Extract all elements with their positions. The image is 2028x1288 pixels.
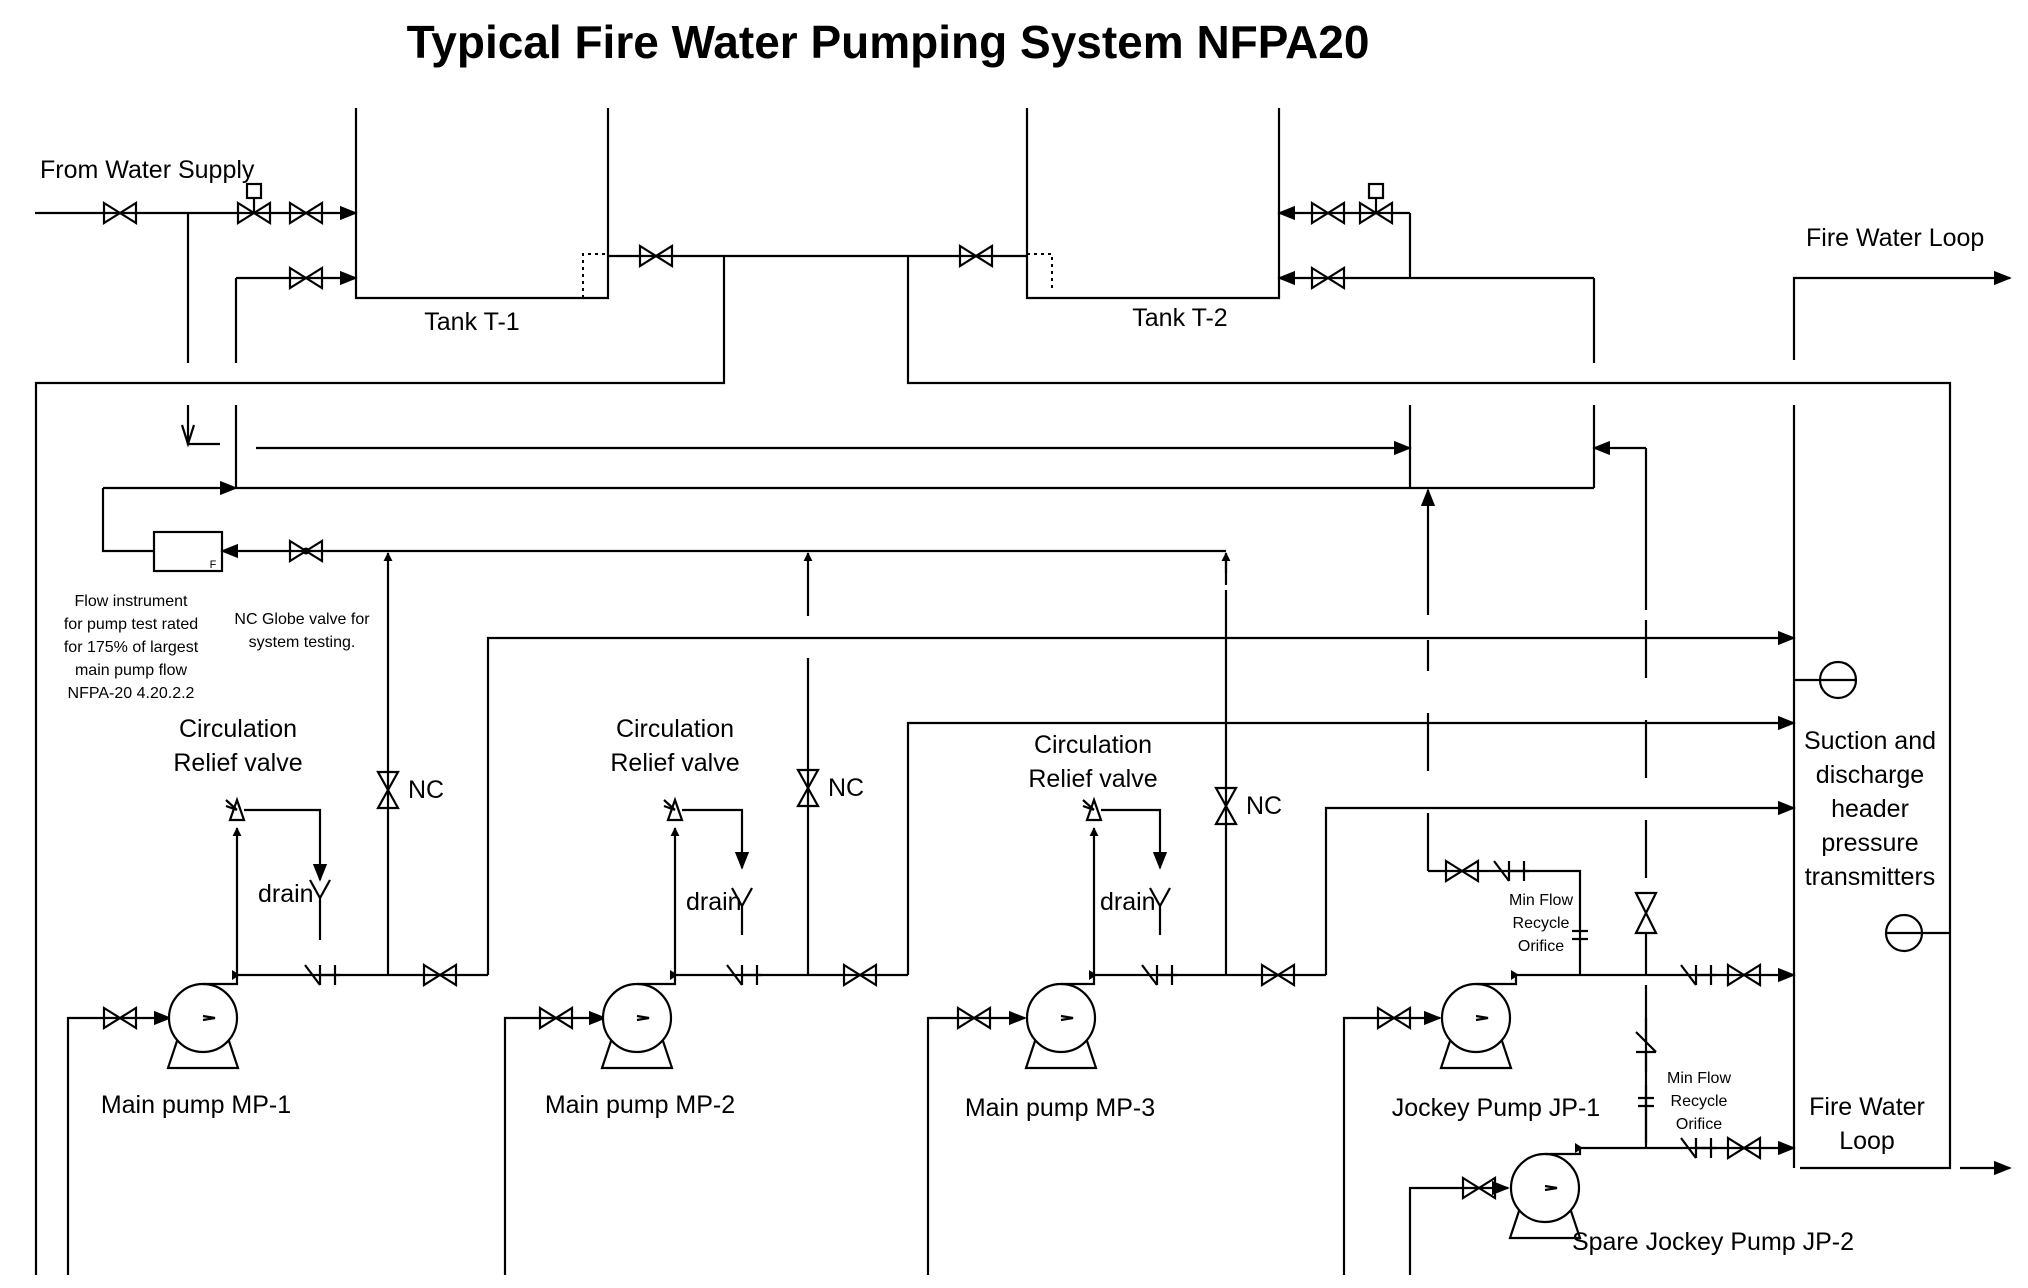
svg-text:main pump flow: main pump flow [75,662,187,679]
relief-label-3: Circulation Relief valve [1028,731,1157,793]
relief-label-2: Circulation Relief valve [610,715,739,777]
fire-water-loop-top-label: Fire Water Loop [1806,224,1984,252]
fire-water-loop-top-line [1792,270,2012,360]
svg-text:Min Flow: Min Flow [1667,1070,1731,1087]
tank-t2-inlets [1277,182,1596,363]
svg-text:Fire Water: Fire Water [1809,1093,1925,1121]
main-pump-mp1 [66,796,488,1275]
drain-label-3: drain [1100,888,1156,916]
from-water-supply-label: From Water Supply [40,156,255,184]
diagram-title: Typical Fire Water Pumping System NFPA20 [407,16,1370,68]
main-pump-mp3 [926,796,1326,1275]
test-line-risers [376,552,1238,975]
valve-supply-3 [288,266,324,290]
svg-text:Loop: Loop [1839,1127,1895,1155]
tank-t2-label: Tank T-2 [1132,304,1227,332]
transmitter-panel [1792,405,1950,1168]
svg-text:Flow instrument: Flow instrument [75,593,188,610]
min-flow-orifice-label-2: Min Flow Recycle Orifice [1667,1070,1731,1133]
discharge-headers [486,630,1796,975]
flow-instrument-note: Flow instrument for pump test rated for … [64,593,199,702]
water-supply-lines [35,205,358,488]
tank-t2 [1025,108,1281,300]
svg-text:Min Flow: Min Flow [1509,892,1573,909]
globe-valve-note: NC Globe valve for system testing. [234,611,370,651]
mp1-label: Main pump MP-1 [101,1091,291,1119]
svg-text:discharge: discharge [1816,761,1924,789]
nc-label-3: NC [1246,792,1282,820]
spare-jockey-pump-jp2 [1408,1136,1796,1275]
svg-text:Suction and: Suction and [1804,727,1936,755]
svg-text:pressure: pressure [1821,829,1918,857]
svg-text:Circulation: Circulation [616,715,734,743]
tank-t1-label: Tank T-1 [424,308,519,336]
svg-text:for pump test rated: for pump test rated [64,616,198,633]
svg-text:NC Globe valve for: NC Globe valve for [234,611,370,628]
flow-instrument-loop: F [101,480,1226,573]
jp2-label: Spare Jockey Pump JP-2 [1572,1228,1854,1256]
solenoid-valve-supply [236,182,272,225]
nc-label-2: NC [828,774,864,802]
drain-label-1: drain [258,880,314,908]
svg-text:Orifice: Orifice [1676,1116,1722,1133]
svg-text:Recycle: Recycle [1671,1093,1728,1110]
svg-text:Circulation: Circulation [179,715,297,743]
return-headers [236,405,1648,615]
svg-text:for 175% of largest: for 175% of largest [64,639,199,656]
svg-text:Orifice: Orifice [1518,938,1564,955]
svg-text:Relief valve: Relief valve [1028,765,1157,793]
svg-text:header: header [1831,795,1909,823]
jp1-label: Jockey Pump JP-1 [1392,1094,1600,1122]
svg-text:Relief valve: Relief valve [173,749,302,777]
tank-t1 [354,108,610,300]
spare-recycle-riser [1634,620,1658,1148]
svg-text:NFPA-20 4.20.2.2: NFPA-20 4.20.2.2 [68,685,195,702]
svg-text:transmitters: transmitters [1805,863,1936,891]
tank-interconnect [34,244,1952,1275]
svg-text:Relief valve: Relief valve [610,749,739,777]
min-flow-orifice-label-1: Min Flow Recycle Orifice [1509,892,1573,955]
drain-label-2: drain [686,888,742,916]
transmitters-label: Suction and discharge header pressure tr… [1804,727,1936,891]
jockey-pump-jp1 [1342,640,1796,1275]
svg-text:Circulation: Circulation [1034,731,1152,759]
svg-text:Recycle: Recycle [1513,915,1570,932]
fire-water-loop-bottom-label: Fire Water Loop [1809,1093,1925,1155]
mp3-label: Main pump MP-3 [965,1094,1155,1122]
valve-supply-2 [288,201,324,225]
main-pump-mp2 [503,796,908,1275]
relief-label-1: Circulation Relief valve [173,715,302,777]
mp2-label: Main pump MP-2 [545,1091,735,1119]
nc-label-1: NC [408,776,444,804]
valve-supply-1 [102,201,138,225]
flow-instrument-tag: F [210,559,217,571]
svg-text:system testing.: system testing. [249,634,356,651]
